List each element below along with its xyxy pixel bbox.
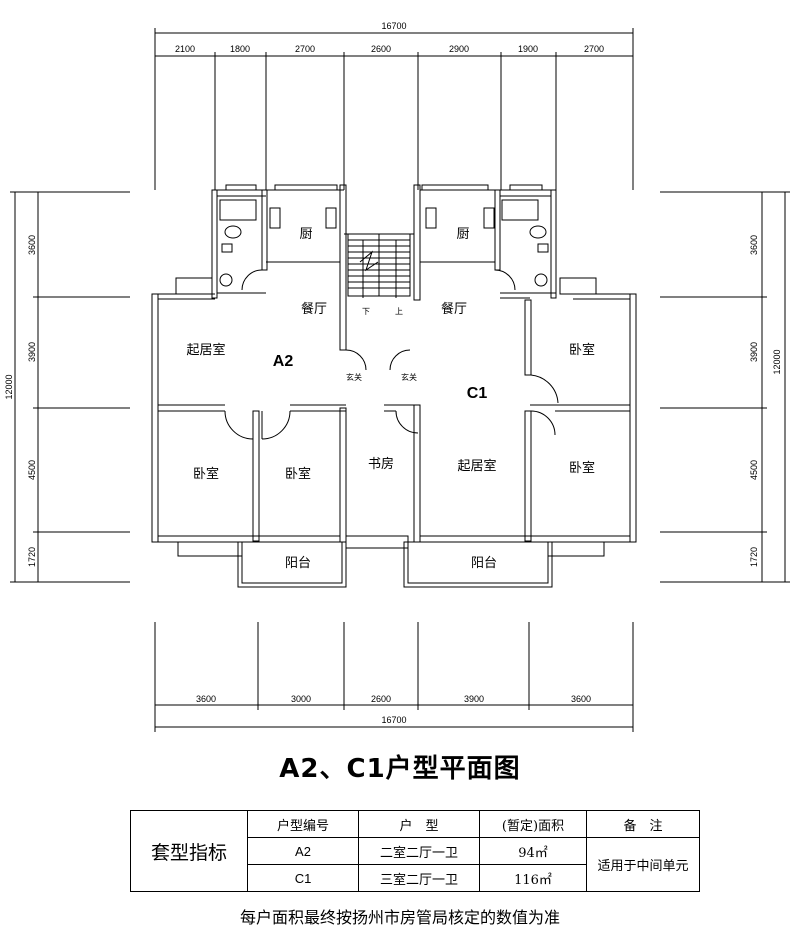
dimension-lines bbox=[10, 28, 790, 732]
spec-area: 116㎡ bbox=[479, 864, 587, 892]
room-label: 厨 bbox=[456, 227, 469, 242]
bottom-dim: 2600 bbox=[371, 694, 391, 704]
left-dim: 3900 bbox=[27, 342, 37, 362]
unit-label-a: A2 bbox=[273, 353, 294, 370]
room-label: 阳台 bbox=[471, 556, 497, 571]
room-labels: 厨 厨 餐厅 餐厅 起居室 起居室 卧室 卧室 卧室 卧室 书房 阳台 阳台 bbox=[186, 227, 595, 571]
left-dim: 1720 bbox=[27, 547, 37, 567]
room-label: 卧室 bbox=[285, 466, 311, 482]
spec-header: 户 型 bbox=[358, 810, 480, 838]
spec-note: 适用于中间单元 bbox=[586, 837, 700, 892]
room-label: 卧室 bbox=[569, 460, 595, 476]
fixtures bbox=[219, 199, 549, 287]
spec-row-header: 套型指标 bbox=[130, 810, 248, 892]
room-label: 起居室 bbox=[457, 458, 496, 474]
room-label: 阳台 bbox=[285, 556, 311, 571]
right-dim: 1720 bbox=[749, 547, 759, 567]
room-label: 厨 bbox=[299, 227, 312, 242]
top-dim: 1800 bbox=[230, 44, 250, 54]
small-labels: 玄关 玄关 下 上 bbox=[346, 307, 417, 382]
footnote: 每户面积最终按扬州市房管局核定的数值为准 bbox=[239, 908, 560, 927]
unit-labels: A2 C1 bbox=[273, 353, 488, 402]
spec-header: (暂定)面积 bbox=[479, 810, 587, 838]
room-label: 起居室 bbox=[186, 342, 225, 358]
room-label: 玄关 bbox=[346, 372, 362, 382]
top-dim: 2600 bbox=[371, 44, 391, 54]
stairwell bbox=[347, 233, 411, 298]
dimension-labels: 16700 2100 1800 2700 2600 2900 1900 2700… bbox=[4, 21, 782, 725]
top-dim: 2700 bbox=[584, 44, 604, 54]
floor-plan: 16700 2100 1800 2700 2600 2900 1900 2700… bbox=[4, 21, 790, 732]
bottom-dim: 3600 bbox=[196, 694, 216, 704]
top-dim: 2100 bbox=[175, 44, 195, 54]
stair-down-label: 下 bbox=[362, 307, 370, 316]
spec-header: 户型编号 bbox=[247, 810, 359, 838]
stair-up-label: 上 bbox=[395, 307, 403, 316]
bottom-dim: 3600 bbox=[571, 694, 591, 704]
top-total-dim: 16700 bbox=[381, 21, 406, 31]
room-label: 餐厅 bbox=[441, 301, 467, 317]
bottom-dim: 3900 bbox=[464, 694, 484, 704]
spec-area: 94㎡ bbox=[479, 837, 587, 865]
room-label: 玄关 bbox=[401, 372, 417, 382]
right-dim: 3600 bbox=[749, 235, 759, 255]
walls bbox=[151, 184, 637, 588]
top-dim: 1900 bbox=[518, 44, 538, 54]
right-dim: 4500 bbox=[749, 460, 759, 480]
left-dim: 3600 bbox=[27, 235, 37, 255]
right-total-dim: 12000 bbox=[772, 349, 782, 374]
room-label: 卧室 bbox=[569, 342, 595, 358]
spec-table: 套型指标 户型编号 户 型 (暂定)面积 备 注 A2 二室二厅一卫 94㎡ 适… bbox=[130, 810, 700, 892]
doors bbox=[224, 269, 559, 440]
room-label: 餐厅 bbox=[301, 301, 327, 317]
page-title: A2、C1户型平面图 bbox=[279, 754, 521, 784]
left-total-dim: 12000 bbox=[4, 374, 14, 399]
left-dim: 4500 bbox=[27, 460, 37, 480]
bottom-total-dim: 16700 bbox=[381, 715, 406, 725]
spec-type: 二室二厅一卫 bbox=[358, 837, 480, 865]
windows bbox=[175, 184, 605, 557]
spec-code: C1 bbox=[247, 864, 359, 892]
bottom-dim: 3000 bbox=[291, 694, 311, 704]
spec-code: A2 bbox=[247, 837, 359, 865]
top-dim: 2900 bbox=[449, 44, 469, 54]
unit-label-c: C1 bbox=[467, 385, 488, 402]
room-label: 书房 bbox=[368, 456, 394, 472]
spec-type: 三室二厅一卫 bbox=[358, 864, 480, 892]
spec-header: 备 注 bbox=[586, 810, 700, 838]
room-label: 卧室 bbox=[193, 466, 219, 482]
top-dim: 2700 bbox=[295, 44, 315, 54]
right-dim: 3900 bbox=[749, 342, 759, 362]
